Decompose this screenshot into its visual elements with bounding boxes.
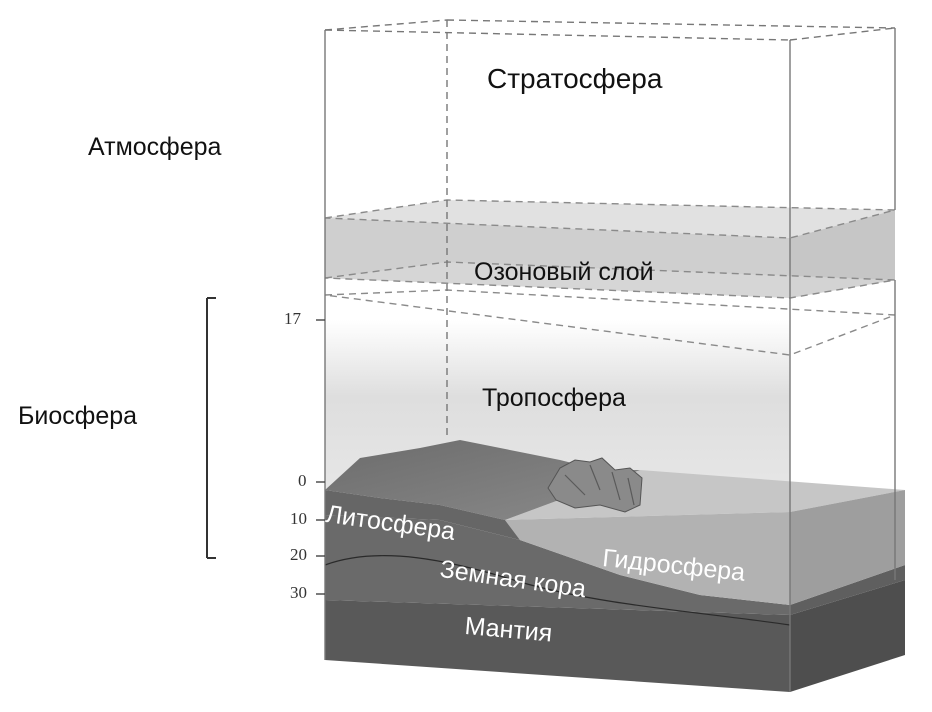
- ozone-layer-top: [325, 200, 895, 238]
- land-surface: [325, 440, 640, 520]
- column-frame-dashed: [324, 19, 896, 440]
- water-front: [505, 512, 790, 605]
- crust-side: [790, 565, 905, 615]
- tick-label: 17: [284, 309, 301, 328]
- tick-label: 0: [298, 471, 307, 490]
- land-front: [325, 490, 520, 540]
- ozone-layer-side: [790, 210, 895, 298]
- water-surface: [505, 470, 905, 520]
- troposphere-label: Тропосфера: [482, 384, 626, 412]
- water-side: [790, 490, 905, 605]
- atmosphere-label: Атмосфера: [88, 133, 222, 161]
- tick-label: 30: [290, 583, 307, 602]
- biosphere-bracket: [206, 297, 216, 559]
- mountains: [547, 457, 643, 513]
- tick-label: 10: [290, 509, 307, 528]
- mantle-side: [790, 580, 905, 692]
- stratosphere-label: Стратосфера: [487, 63, 663, 94]
- ozone-layer-label: Озоновый слой: [474, 258, 654, 286]
- crust-front: [325, 515, 790, 615]
- mountain-ridges: [564, 464, 635, 506]
- biosphere-label: Биосфера: [18, 402, 138, 430]
- depth-scale: [316, 319, 325, 595]
- ozone-layer-bottom: [325, 262, 895, 298]
- column-frame: [324, 28, 896, 692]
- crust-boundary: [324, 555, 791, 626]
- mantle-front: [325, 600, 790, 692]
- tick-label: 20: [290, 545, 307, 564]
